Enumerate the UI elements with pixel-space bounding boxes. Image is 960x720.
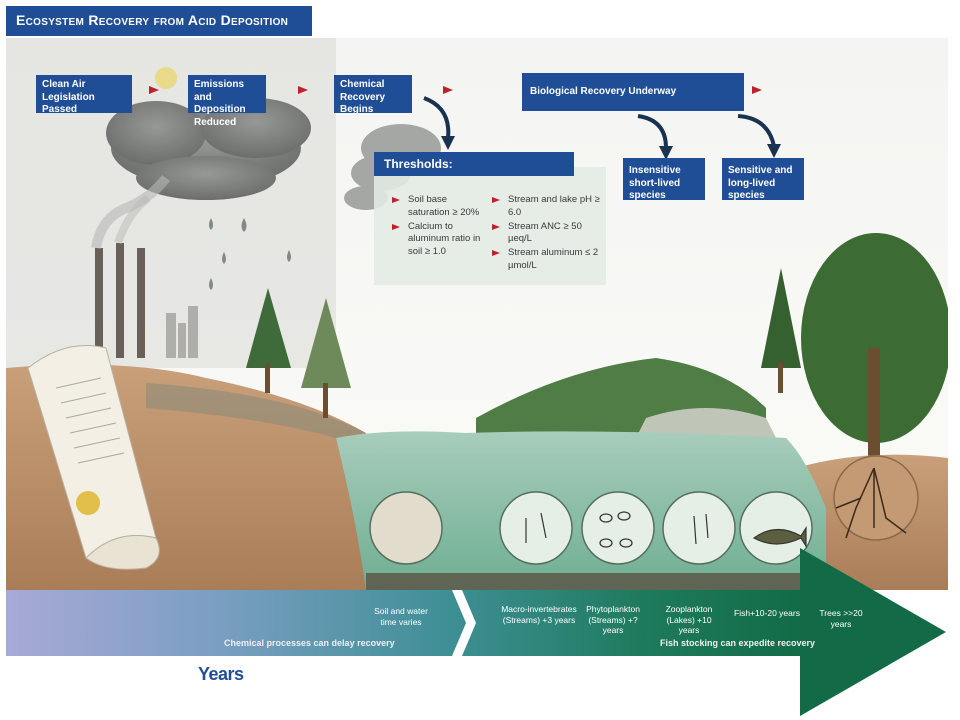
stage-biological-recovery: Biological Recovery Underway [522, 73, 744, 111]
timeline-phytoplankton: Phytoplankton (Streams) +? years [586, 604, 640, 636]
timeline-soil-water: Soil and water time varies [374, 606, 428, 627]
timeline-fish: Fish+10-20 years [734, 608, 800, 618]
soil-thresholds-list: Soil base saturation ≥ 20% Calcium to al… [392, 194, 488, 260]
tree-roots-icon [833, 455, 919, 541]
timeline-arrowhead-icon [800, 548, 946, 716]
thresholds-header: Thresholds: [374, 152, 574, 176]
timeline-zooplankton: Zooplankton (Lakes) +10 years [665, 604, 713, 636]
chevron-divider-icon [452, 590, 476, 656]
fish-icon [739, 491, 813, 565]
zooplankton-icon [662, 491, 736, 565]
soil-sample-icon [369, 491, 443, 565]
landscape-scene [6, 38, 948, 590]
stage-clean-air: Clean Air Legislation Passed [36, 75, 132, 115]
legislation-scroll-icon [27, 345, 160, 570]
thresholds-panel [374, 167, 606, 285]
flow-arrow-4 [752, 86, 762, 94]
flow-arrow-2 [298, 86, 308, 94]
flow-arrow-3 [443, 86, 453, 94]
smokestack-factory-icon [91, 174, 198, 358]
flow-arrow-1 [149, 86, 159, 94]
timeline-trees: Trees >>20 years [819, 608, 863, 629]
tree-icon [761, 233, 948, 488]
macroinvertebrate-icon [499, 491, 573, 565]
years-axis-label: Years [198, 664, 244, 684]
threshold-item: Stream ANC ≥ 50 µeq/L [492, 221, 604, 247]
cloud-icon [106, 98, 311, 200]
bullet-arrow-icon [492, 250, 500, 257]
water-thresholds-list: Stream and lake pH ≥ 6.0 Stream ANC ≥ 50… [492, 194, 604, 274]
stage-sensitive-species: Sensitive and long-lived species [722, 158, 804, 201]
threshold-item: Stream aluminum ≤ 2 µmol/L [492, 247, 604, 273]
sun-icon [155, 67, 177, 89]
bullet-arrow-icon [492, 223, 500, 230]
bullet-arrow-icon [392, 223, 400, 230]
phytoplankton-icon [581, 491, 655, 565]
tree-icon [246, 288, 351, 418]
stage-insensitive-species: Insensitive short-lived species [623, 158, 705, 201]
threshold-item: Soil base saturation ≥ 20% [392, 194, 488, 220]
bullet-arrow-icon [392, 197, 400, 203]
acid-rain-drop-icon [209, 218, 291, 290]
threshold-item: Stream and lake pH ≥ 6.0 [492, 194, 604, 220]
timeline-band [6, 590, 806, 656]
fish-stocking-note: Fish stocking can expedite recovery [660, 638, 816, 648]
stage-emissions: Emissions and Deposition Reduced [188, 75, 266, 128]
bullet-arrow-icon [492, 197, 500, 203]
stage-chemical-recovery: Chemical Recovery Begins [334, 75, 412, 115]
threshold-item: Calcium to aluminum ratio in soil ≥ 1.0 [392, 221, 488, 259]
diagram-title: Ecosystem Recovery from Acid Deposition [6, 6, 312, 36]
chemical-delay-note: Chemical processes can delay recovery [224, 638, 395, 648]
timeline-macroinvertebrates: Macro-invertebrates (Streams) +3 years [501, 604, 577, 625]
